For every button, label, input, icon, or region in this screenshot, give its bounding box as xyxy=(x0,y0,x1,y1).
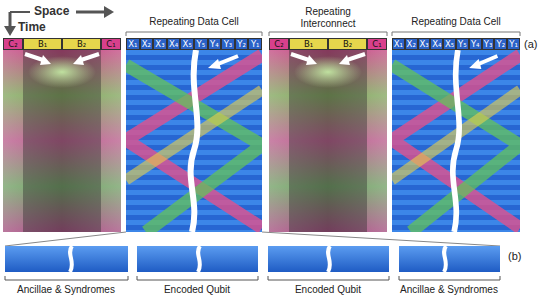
panel-title: Repeating Data Cell xyxy=(149,16,239,28)
cell-label: B₁ xyxy=(38,40,47,49)
register-cell: X₁ xyxy=(392,38,405,50)
register-cell: X₃ xyxy=(418,38,431,50)
register-cell: Y₄ xyxy=(208,38,222,50)
cell-label: Y₃ xyxy=(484,40,493,49)
cell-label: B₂ xyxy=(343,40,352,49)
cell-label: Y₁ xyxy=(509,40,518,49)
cell-label: X₃ xyxy=(419,40,428,49)
register-cell: X₁ xyxy=(126,38,140,50)
cell-label: Y₃ xyxy=(224,40,233,49)
register-cell: Y₁ xyxy=(507,38,520,50)
cell-label: Y₅ xyxy=(458,40,467,49)
register-cell: X₃ xyxy=(153,38,167,50)
register-cell: B₁ xyxy=(289,38,328,50)
bracket-label: Ancillae & Syndromes xyxy=(400,284,498,296)
cell-label: C₁ xyxy=(106,40,115,49)
register-cell: Y₂ xyxy=(235,38,249,50)
register-cell: X₂ xyxy=(140,38,154,50)
cell-label: B₂ xyxy=(77,40,86,49)
cell-label: Y₂ xyxy=(496,40,505,49)
cell-label: Y₅ xyxy=(196,40,205,49)
cell-label: X₄ xyxy=(432,40,441,49)
register-cell: Y₅ xyxy=(194,38,208,50)
cell-label: X₂ xyxy=(142,40,151,49)
register-cell: C₂ xyxy=(3,38,23,50)
register-cell: Y₅ xyxy=(456,38,469,50)
register-cell: X₂ xyxy=(405,38,418,50)
axis-label: Time xyxy=(18,20,46,34)
panel-letter: (a) xyxy=(524,38,537,51)
cell-label: C₂ xyxy=(8,40,17,49)
register-cell: C₁ xyxy=(367,38,387,50)
cell-label: Y₁ xyxy=(251,40,260,49)
cell-label: Y₂ xyxy=(237,40,246,49)
register-cell: X₄ xyxy=(430,38,443,50)
register-cell: B₂ xyxy=(328,38,367,50)
cell-label: X₅ xyxy=(183,40,192,49)
register-cell: C₂ xyxy=(269,38,289,50)
cell-label: C₁ xyxy=(372,40,381,49)
cell-label: B₁ xyxy=(304,40,313,49)
bracket-label: Ancillae & Syndromes xyxy=(17,284,115,296)
register-cell: Y₃ xyxy=(221,38,235,50)
panel-title: Repeating Interconnect xyxy=(288,6,368,30)
cell-label: C₂ xyxy=(274,40,283,49)
bracket-label: Encoded Qubit xyxy=(164,284,230,296)
cell-label: X₃ xyxy=(155,40,164,49)
panel-letter: (b) xyxy=(508,250,521,263)
register-cell: C₁ xyxy=(101,38,121,50)
cell-label: X₁ xyxy=(128,40,137,49)
register-cell: X₄ xyxy=(167,38,181,50)
cell-label: Y₄ xyxy=(471,40,480,49)
register-cell: Y₂ xyxy=(494,38,507,50)
axis-label: Space xyxy=(34,4,69,18)
register-cell: Y₄ xyxy=(469,38,482,50)
cell-label: X₂ xyxy=(407,40,416,49)
register-cell: X₅ xyxy=(443,38,456,50)
register-cell: Y₁ xyxy=(248,38,262,50)
register-cell: Y₃ xyxy=(482,38,495,50)
bracket-label: Encoded Qubit xyxy=(295,284,361,296)
cell-label: X₁ xyxy=(394,40,403,49)
register-cell: B₂ xyxy=(62,38,101,50)
register-cell: B₁ xyxy=(23,38,62,50)
panel-title: Repeating Data Cell xyxy=(411,16,501,28)
cell-label: Y₄ xyxy=(210,40,219,49)
cell-label: X₅ xyxy=(445,40,454,49)
cell-label: X₄ xyxy=(169,40,178,49)
register-cell: X₅ xyxy=(180,38,194,50)
